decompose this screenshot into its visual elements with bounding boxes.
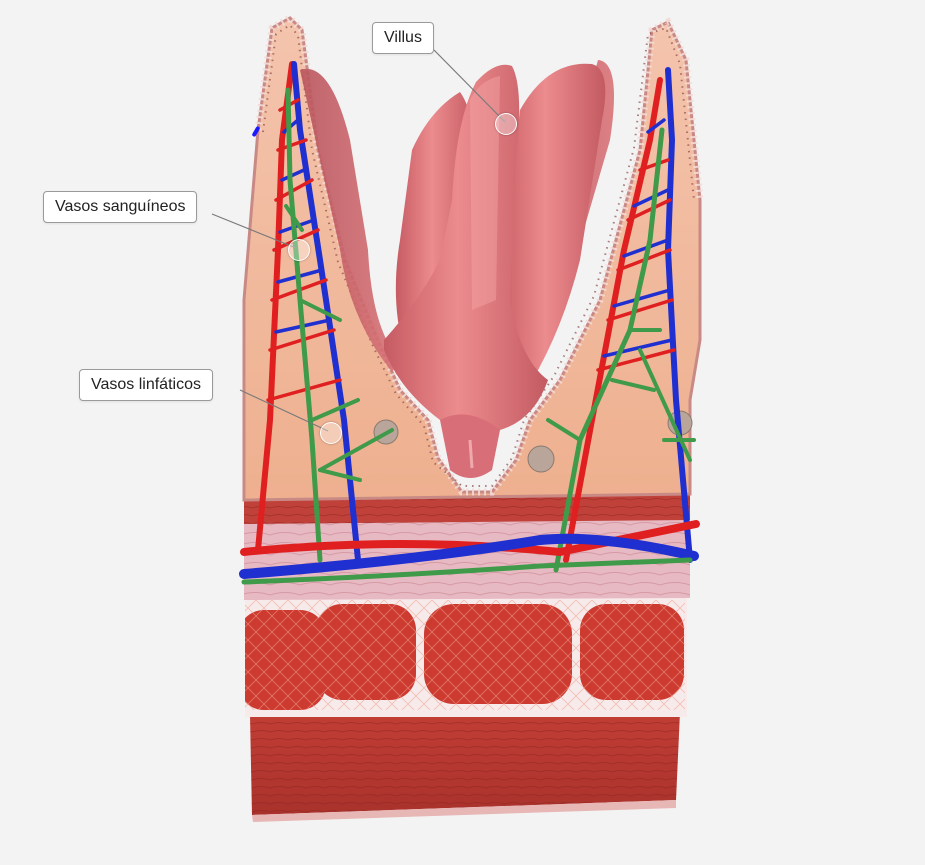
villus-label[interactable]: Villus xyxy=(372,22,434,54)
left-villus-vessels xyxy=(255,61,394,563)
lymph-vessels-label[interactable]: Vasos linfáticos xyxy=(79,369,213,401)
lymph-vessels-pin-icon[interactable] xyxy=(320,422,342,444)
blood-vessels-label[interactable]: Vasos sanguíneos xyxy=(43,191,198,223)
muscularis-externa-layer xyxy=(250,712,680,822)
villus-pin-icon[interactable] xyxy=(495,113,517,135)
villi-group xyxy=(300,60,614,478)
circular-muscle-bundles xyxy=(245,595,687,717)
submucosal-vessels xyxy=(239,520,700,585)
right-villus-vessels xyxy=(546,67,696,573)
blood-vessels-pin-icon[interactable] xyxy=(288,239,310,261)
